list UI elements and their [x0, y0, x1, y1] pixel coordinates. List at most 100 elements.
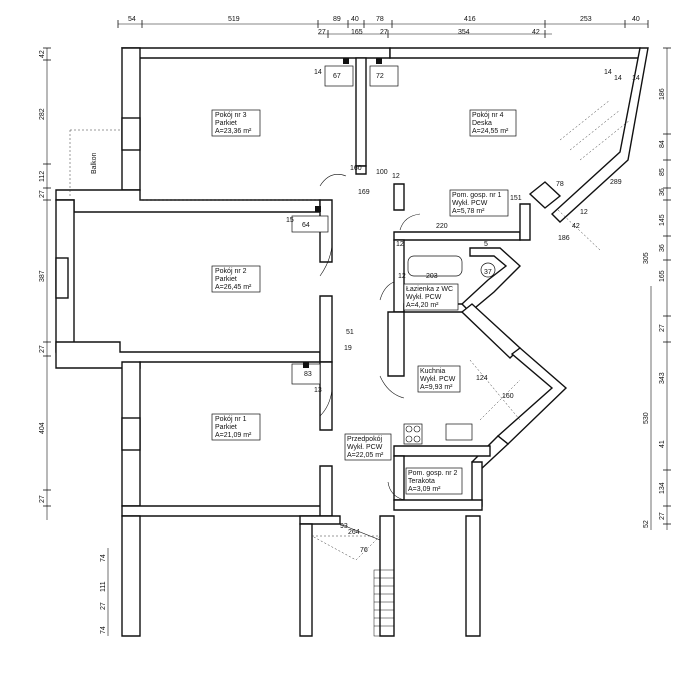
room-floor: Parkiet	[215, 276, 237, 283]
right-dim-6: 145	[659, 214, 666, 226]
room-label-pom-gosp-2: Pom. gosp. nr 2 Terakota A=3,09 m²	[405, 467, 463, 495]
right-dim-9: 27	[659, 324, 666, 332]
misc-dim-23: 160	[502, 393, 514, 400]
room-floor: Wykł. PCW	[420, 376, 456, 383]
room-area: A=24,55 m²	[472, 128, 509, 135]
right-dim-11: 530	[643, 412, 650, 424]
top-dim-1: 54	[128, 16, 136, 23]
room-area: A=3,09 m²	[408, 486, 441, 493]
right-dim-13: 134	[659, 482, 666, 494]
room-label-lazienka: Łazienka z WC Wykł. PCW A=4,20 m²	[403, 283, 459, 311]
misc-dim-2: 14	[604, 69, 612, 76]
left-dimension-line: 42 282 112 27 387 27 404 27 74 111 27 74	[39, 47, 109, 636]
room-area: A=26,45 m²	[215, 284, 252, 291]
box-dim-2: 72	[376, 73, 384, 80]
room-area: A=4,20 m²	[406, 302, 439, 309]
room-area: A=9,93 m²	[420, 384, 453, 391]
misc-dim-15: 186	[558, 235, 570, 242]
room-name: Pokój nr 2	[215, 268, 247, 275]
misc-dim-19: 37	[484, 269, 492, 276]
room-area: A=5,78 m²	[452, 208, 485, 215]
room-label-pokoj-3: Pokój nr 3 Parkiet A=23,36 m²	[211, 109, 261, 137]
right-dim-12: 41	[659, 440, 666, 448]
top-dimension-lines: 54 519 89 40 78 416 253 40 27 165 27 354…	[117, 16, 649, 38]
misc-dim-20: 51	[346, 329, 354, 336]
room-label-pom-gosp-1: Pom. gosp. nr 1 Wykł. PCW A=5,78 m²	[449, 189, 509, 217]
misc-dim-3: 14	[614, 75, 622, 82]
misc-dim-11: 151	[510, 195, 522, 202]
misc-dim-14: 12	[396, 241, 404, 248]
misc-dim-28: 289	[610, 179, 622, 186]
misc-dim-5: 15	[286, 217, 294, 224]
top-dim-row2-1: 27	[318, 29, 326, 36]
box-dim-3: 64	[302, 222, 310, 229]
room-label-pokoj-1: Pokój nr 1 Parkiet A=21,09 m²	[211, 413, 261, 441]
misc-dim-21: 19	[344, 345, 352, 352]
misc-dim-24: 124	[476, 375, 488, 382]
misc-dim-26: 76	[360, 547, 368, 554]
top-dim-6: 416	[464, 16, 476, 23]
misc-dim-13: 220	[436, 223, 448, 230]
box-dim-1: 67	[333, 73, 341, 80]
room-name: Pokój nr 1	[215, 416, 247, 423]
left-dim-9: 74	[100, 554, 107, 562]
left-dim-7: 404	[39, 422, 46, 434]
room-name: Kuchnia	[420, 368, 445, 375]
left-dim-5: 387	[39, 270, 46, 282]
plan-details	[55, 58, 631, 637]
misc-dim-6: 160	[350, 165, 362, 172]
misc-dim-27: 93	[340, 523, 348, 530]
room-label-kuchnia: Kuchnia Wykł. PCW A=9,93 m²	[417, 365, 461, 393]
room-name: Pokój nr 4	[472, 112, 504, 119]
misc-dim-25: 264	[348, 529, 360, 536]
misc-dim-9: 12	[392, 173, 400, 180]
room-name: Pokój nr 3	[215, 112, 247, 119]
room-label-pokoj-4: Pokój nr 4 Deska A=24,55 m²	[469, 109, 517, 137]
room-floor: Wykł. PCW	[452, 200, 488, 207]
misc-dim-17: 203	[426, 273, 438, 280]
top-dim-8: 40	[632, 16, 640, 23]
misc-dim-7: 100	[376, 169, 388, 176]
misc-dim-29: 42	[572, 223, 580, 230]
left-dim-2: 282	[39, 108, 46, 120]
misc-dim-4: 14	[632, 75, 640, 82]
room-area: A=22,05 m²	[347, 452, 384, 459]
room-name: Przedpokój	[347, 436, 382, 443]
room-label-przedpokoj: Przedpokój Wykł. PCW A=22,05 m²	[344, 433, 392, 461]
left-dim-4: 27	[39, 190, 46, 198]
misc-dim-10: 78	[556, 181, 564, 188]
right-dim-8: 165	[659, 270, 666, 282]
walls	[55, 47, 649, 637]
misc-dim-16: 5	[484, 241, 488, 248]
top-dim-3: 89	[333, 16, 341, 23]
left-dim-3: 112	[39, 171, 46, 182]
misc-dim-8: 169	[358, 189, 370, 196]
room-area: A=23,36 m²	[215, 128, 252, 135]
box-dim-4: 83	[304, 371, 312, 378]
top-dim-row2-3: 27	[380, 29, 388, 36]
top-dim-5: 78	[376, 16, 384, 23]
left-dim-10: 111	[100, 581, 107, 592]
room-floor: Parkiet	[215, 120, 237, 127]
top-dim-row2-4: 354	[458, 29, 470, 36]
left-dim-6: 27	[39, 345, 46, 353]
left-dim-1: 42	[39, 50, 46, 58]
right-dim-15: 52	[643, 520, 650, 528]
right-dim-2: 84	[659, 140, 666, 148]
left-dim-8: 27	[39, 495, 46, 503]
right-dim-14: 27	[659, 512, 666, 520]
right-dim-10: 343	[659, 372, 666, 384]
balkon-label: Balkon	[91, 152, 98, 174]
room-floor: Deska	[472, 120, 492, 127]
room-floor: Parkiet	[215, 424, 237, 431]
right-dim-1: 186	[659, 88, 666, 100]
right-dim-5: 36	[659, 244, 666, 252]
right-dim-4: 36	[659, 188, 666, 196]
top-dim-4: 40	[351, 16, 359, 23]
misc-dim-18: 12	[398, 273, 406, 280]
room-name: Pom. gosp. nr 2	[408, 470, 458, 477]
room-floor: Wykł. PCW	[347, 444, 383, 451]
top-dim-row2-2: 165	[351, 29, 363, 36]
room-name: Pom. gosp. nr 1	[452, 192, 502, 199]
